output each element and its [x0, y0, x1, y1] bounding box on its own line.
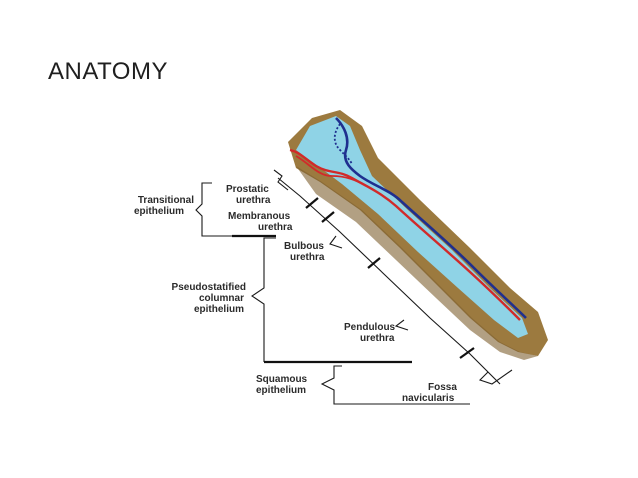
label-prostatic-2: urethra	[236, 195, 271, 206]
vein-line	[335, 117, 527, 319]
label-pendulous-1: Pendulous	[344, 322, 396, 333]
pseudo-bracket	[251, 237, 276, 362]
label-fossa-1: Fossa	[428, 382, 457, 393]
epithelium-brackets	[195, 182, 470, 405]
label-transitional-1: Transitional	[138, 195, 194, 206]
artery-line	[289, 148, 521, 321]
label-pseudo-1: Pseudostatified	[172, 282, 246, 293]
vein-branch	[333, 123, 353, 165]
label-membranous-1: Membranous	[228, 211, 291, 222]
transitional-bracket	[195, 182, 276, 237]
label-prostatic-1: Prostatic	[226, 184, 269, 195]
label-bulbous-2: urethra	[290, 252, 325, 263]
segment-baseline	[277, 177, 501, 385]
slide-title: ANATOMY	[48, 58, 168, 85]
segment-tick-1	[305, 197, 319, 209]
squamous-bracket	[320, 365, 470, 405]
label-bulbous-1: Bulbous	[284, 241, 324, 252]
notch-prostatic	[273, 169, 289, 191]
label-pendulous-2: urethra	[360, 333, 395, 344]
urethral-lumen	[296, 116, 528, 338]
label-pseudo-3: epithelium	[194, 304, 244, 315]
label-squamous-1: Squamous	[256, 374, 308, 385]
label-squamous-2: epithelium	[256, 385, 306, 396]
label-pseudo-2: columnar	[199, 293, 244, 304]
urethra-illustration	[288, 110, 548, 360]
notch-bulbous	[329, 235, 343, 249]
artery-branch	[295, 155, 367, 187]
segment-tick-2	[321, 211, 335, 223]
diagram-labels: Transitional epithelium Prostatic urethr…	[134, 184, 457, 404]
segment-tick-3	[367, 257, 381, 269]
label-fossa-2: navicularis	[402, 393, 455, 404]
label-transitional-2: epithelium	[134, 206, 184, 217]
urethra-segment-markers	[273, 169, 513, 385]
tissue-shade	[296, 166, 538, 360]
label-membranous-2: urethra	[258, 222, 293, 233]
notch-fossa	[478, 369, 513, 385]
segment-tick-4	[459, 347, 475, 359]
notch-pendulous	[394, 319, 409, 331]
